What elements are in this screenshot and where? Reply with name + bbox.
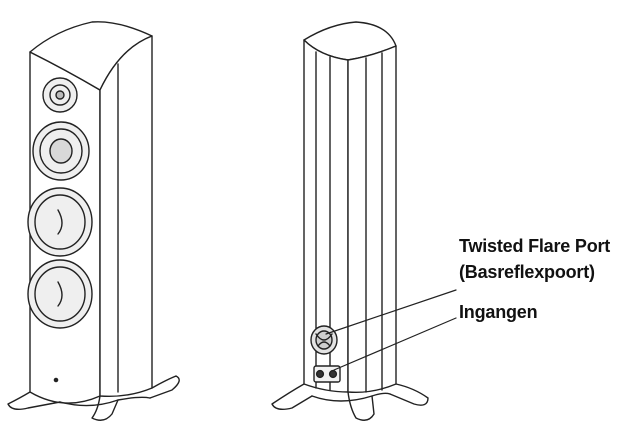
- tweeter: [42, 77, 78, 113]
- front-base: [7, 375, 180, 421]
- rear-base: [271, 383, 429, 421]
- rear-speaker: [271, 21, 457, 421]
- woofer-upper: [27, 187, 93, 257]
- midrange-driver: [32, 121, 90, 181]
- front-led: [53, 377, 59, 383]
- twisted-flare-port: [310, 325, 338, 355]
- input-terminals: [313, 365, 341, 383]
- inputs-label: Ingangen: [459, 302, 538, 322]
- port-label-line2: (Basreflexpoort): [459, 262, 595, 282]
- rear-back-panel: [347, 45, 397, 394]
- woofer-lower: [27, 259, 93, 329]
- front-side-panel: [99, 35, 153, 398]
- inputs-leader-line: [333, 317, 457, 371]
- front-speaker: [7, 21, 180, 421]
- port-leader-line: [325, 289, 457, 335]
- port-label-line1: Twisted Flare Port: [459, 236, 611, 256]
